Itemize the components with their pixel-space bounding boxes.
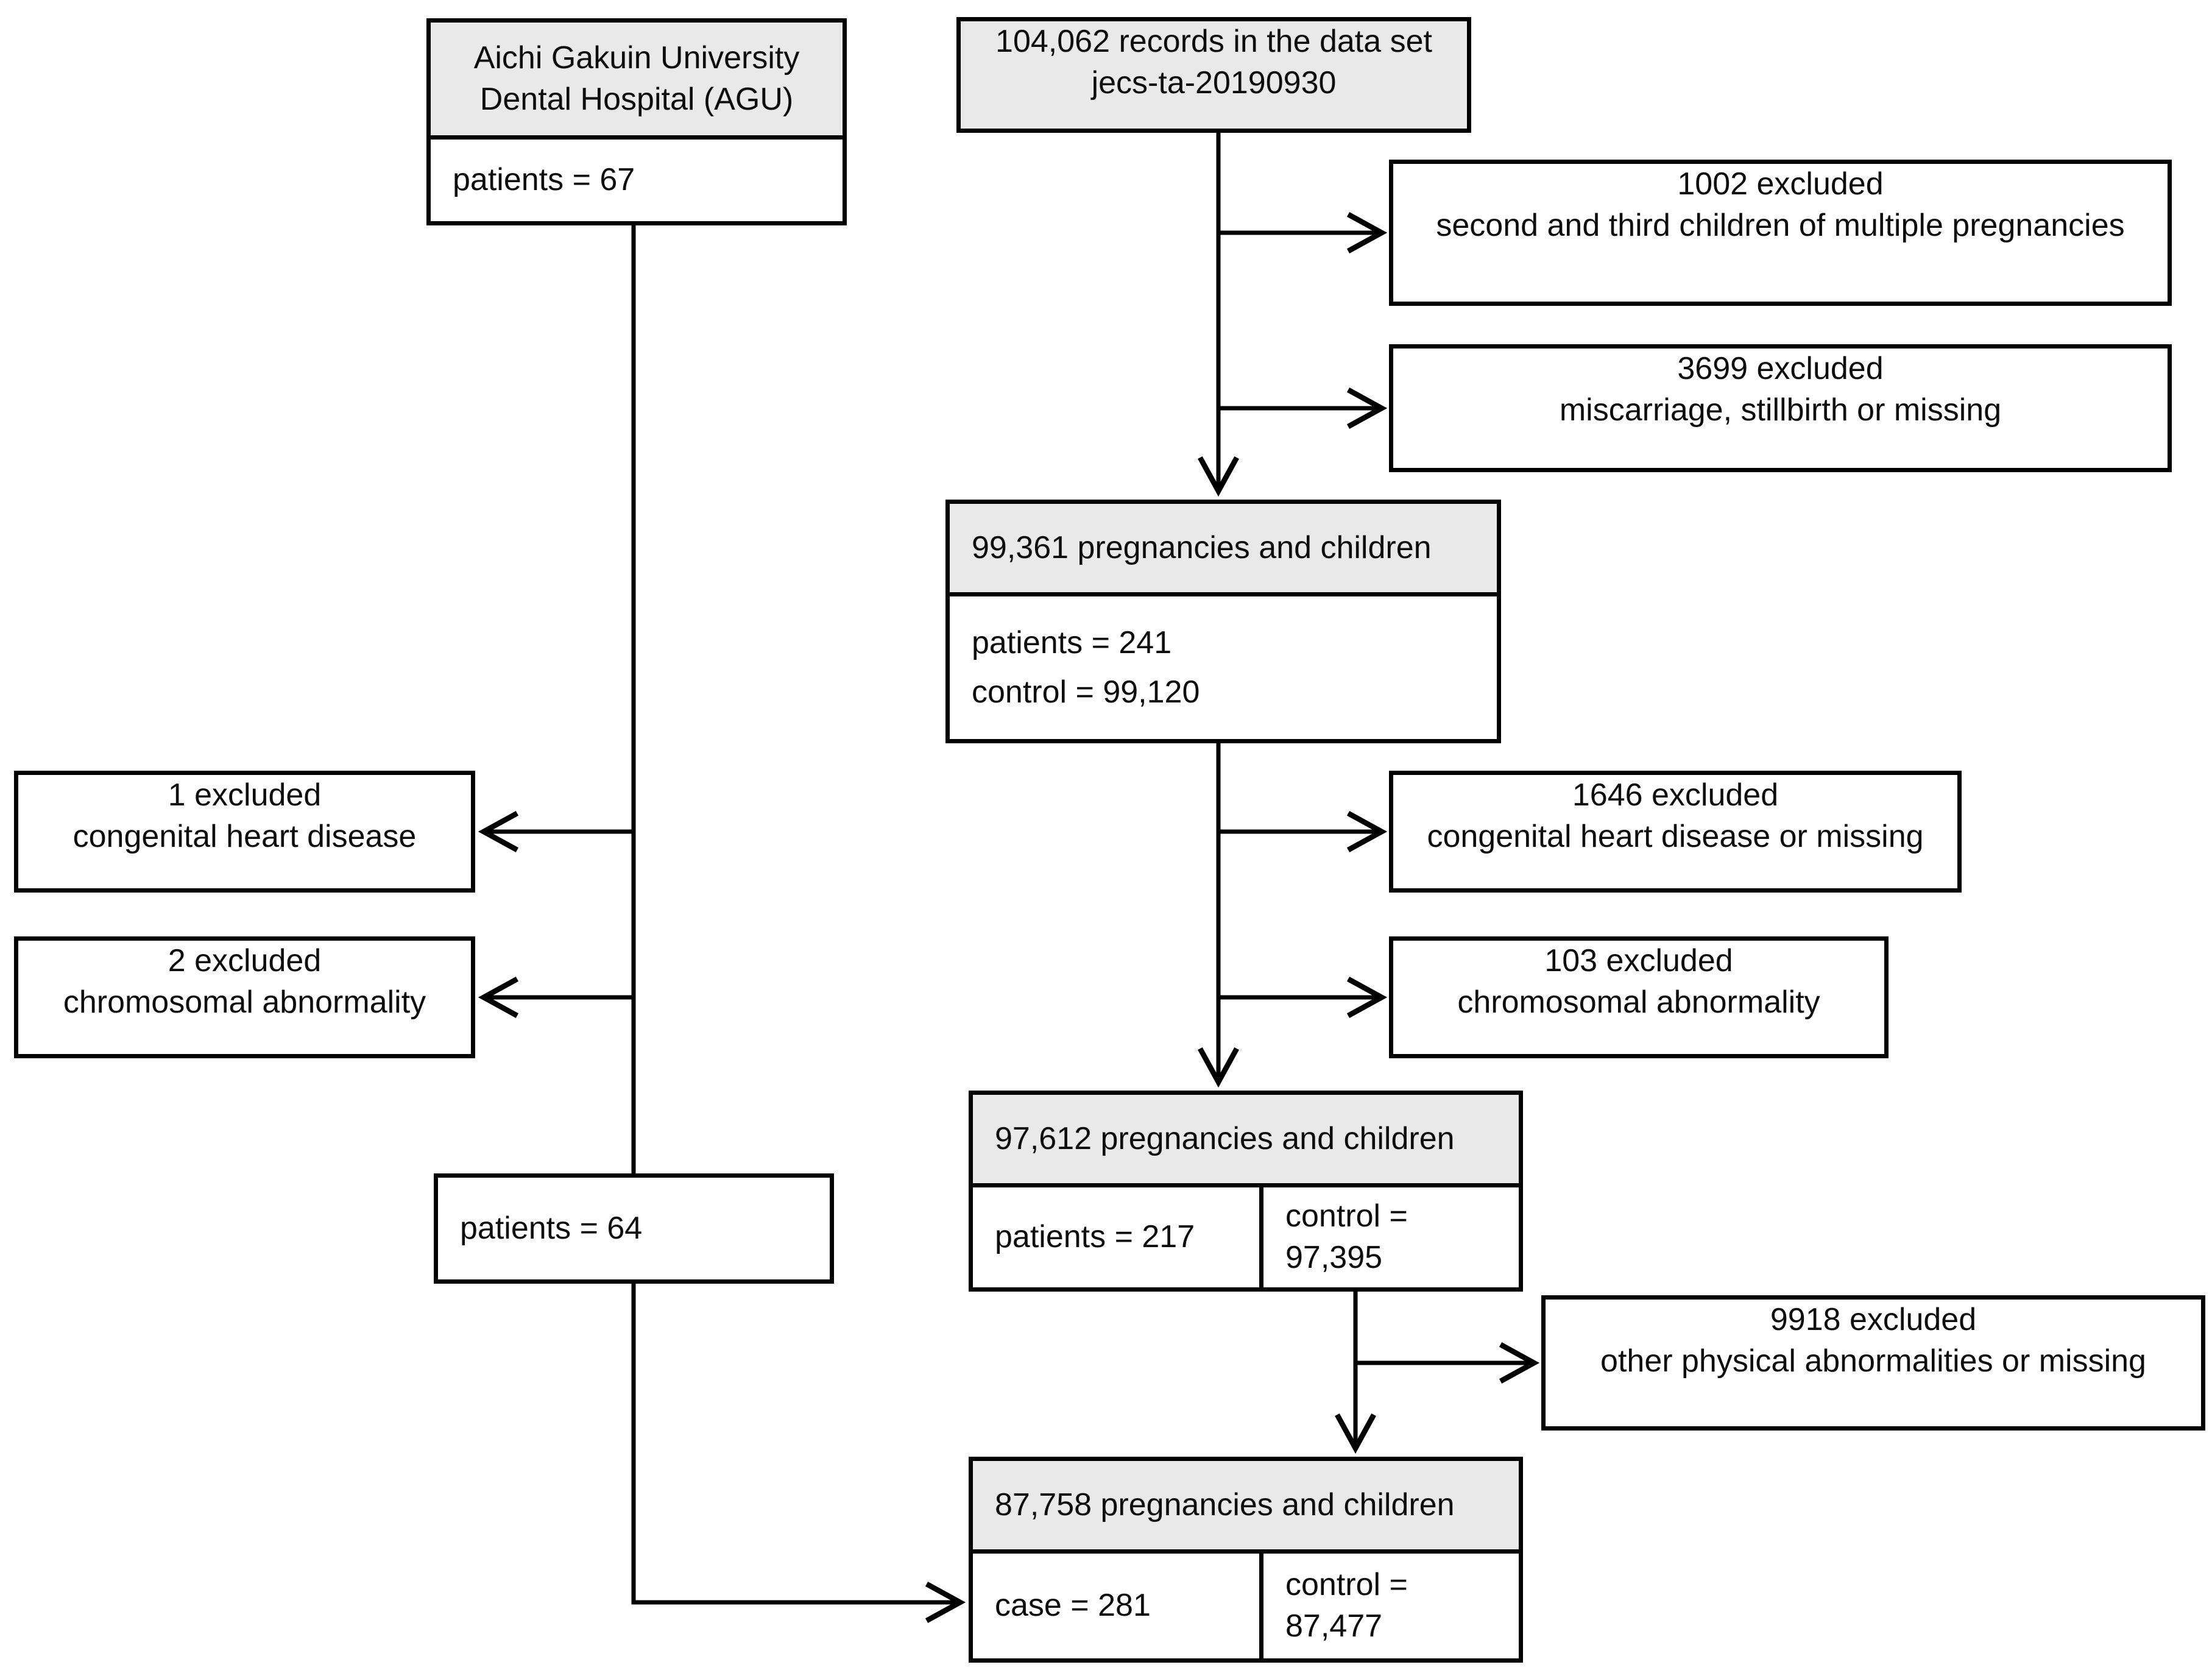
box-excluded-1002: 1002 excluded second and third children … bbox=[1389, 160, 2172, 306]
box-preg-97612-body: patients = 217 control = 97,395 bbox=[973, 1187, 1519, 1287]
box-agu-header: Aichi Gakuin University Dental Hospital … bbox=[431, 23, 843, 140]
excluded-103-line1: 103 excluded bbox=[1544, 943, 1733, 978]
box-patients-64: patients = 64 bbox=[434, 1173, 834, 1284]
box-excluded-9918: 9918 excluded other physical abnormaliti… bbox=[1541, 1295, 2205, 1431]
preg-99361-patients: patients = 241 bbox=[972, 625, 1172, 661]
records-line1: 104,062 records in the data set bbox=[995, 24, 1432, 59]
box-preg-97612-header: 97,612 pregnancies and children bbox=[973, 1095, 1519, 1187]
preg-97612-patients: patients = 217 bbox=[995, 1219, 1195, 1255]
excluded-2-line1: 2 excluded bbox=[168, 943, 322, 978]
agu-patients-count: patients = 67 bbox=[453, 162, 635, 198]
connector-agu-to-case bbox=[631, 225, 966, 1623]
box-excluded-103: 103 excluded chromosomal abnormality bbox=[1389, 936, 1889, 1058]
excluded-1646-line1: 1646 excluded bbox=[1572, 777, 1779, 813]
excluded-3699-line2: miscarriage, stillbirth or missing bbox=[1559, 392, 2002, 428]
box-excluded-3699: 3699 excluded miscarriage, stillbirth or… bbox=[1389, 344, 2172, 472]
excluded-1002-line2: second and third children of multiple pr… bbox=[1436, 207, 2125, 243]
box-agu-body: patients = 67 bbox=[431, 140, 843, 221]
box-preg-87758: 87,758 pregnancies and children case = 2… bbox=[969, 1457, 1523, 1663]
excluded-1-line1: 1 excluded bbox=[168, 777, 322, 813]
excluded-103-line2: chromosomal abnormality bbox=[1457, 984, 1820, 1020]
preg-97612-control-cell: control = 97,395 bbox=[1259, 1187, 1519, 1287]
box-excluded-1646: 1646 excluded congenital heart disease o… bbox=[1389, 771, 1962, 893]
preg-97612-control: control = 97,395 bbox=[1285, 1198, 1408, 1275]
box-preg-99361-body: patients = 241 control = 99,120 bbox=[950, 596, 1497, 739]
box-preg-87758-header: 87,758 pregnancies and children bbox=[973, 1461, 1519, 1554]
excluded-9918-line1: 9918 excluded bbox=[1770, 1302, 1977, 1337]
preg-99361-control: control = 99,120 bbox=[972, 674, 1200, 710]
excluded-1-line2: congenital heart disease bbox=[72, 818, 417, 854]
excluded-3699-line1: 3699 excluded bbox=[1677, 351, 1884, 386]
excluded-1646-line2: congenital heart disease or missing bbox=[1427, 818, 1924, 854]
box-excluded-1-chd: 1 excluded congenital heart disease bbox=[14, 771, 475, 893]
box-preg-97612: 97,612 pregnancies and children patients… bbox=[969, 1091, 1523, 1292]
box-preg-99361: 99,361 pregnancies and children patients… bbox=[945, 500, 1501, 743]
preg-87758-control: control = 87,477 bbox=[1285, 1567, 1408, 1644]
preg-87758-case-cell: case = 281 bbox=[973, 1554, 1259, 1658]
box-preg-87758-body: case = 281 control = 87,477 bbox=[973, 1554, 1519, 1658]
preg-99361-title: 99,361 pregnancies and children bbox=[972, 529, 1432, 565]
agu-title-line1: Aichi Gakuin University bbox=[473, 40, 800, 76]
preg-87758-control-cell: control = 87,477 bbox=[1259, 1554, 1519, 1658]
box-agu: Aichi Gakuin University Dental Hospital … bbox=[426, 18, 847, 225]
box-records: 104,062 records in the data set jecs-ta-… bbox=[956, 17, 1471, 133]
preg-97612-patients-cell: patients = 217 bbox=[973, 1187, 1259, 1287]
records-line2: jecs-ta-20190930 bbox=[1091, 65, 1337, 101]
excluded-9918-line2: other physical abnormalities or missing bbox=[1600, 1343, 2146, 1379]
box-excluded-2-chromosomal: 2 excluded chromosomal abnormality bbox=[14, 936, 475, 1058]
excluded-1002-line1: 1002 excluded bbox=[1677, 166, 1884, 202]
preg-87758-title: 87,758 pregnancies and children bbox=[995, 1487, 1455, 1523]
excluded-2-line2: chromosomal abnormality bbox=[63, 984, 426, 1020]
agu-title-line2: Dental Hospital (AGU) bbox=[479, 81, 794, 117]
preg-87758-case: case = 281 bbox=[995, 1588, 1151, 1624]
preg-97612-title: 97,612 pregnancies and children bbox=[995, 1120, 1455, 1156]
box-preg-99361-header: 99,361 pregnancies and children bbox=[950, 504, 1497, 596]
patients-64-label: patients = 64 bbox=[460, 1210, 643, 1246]
